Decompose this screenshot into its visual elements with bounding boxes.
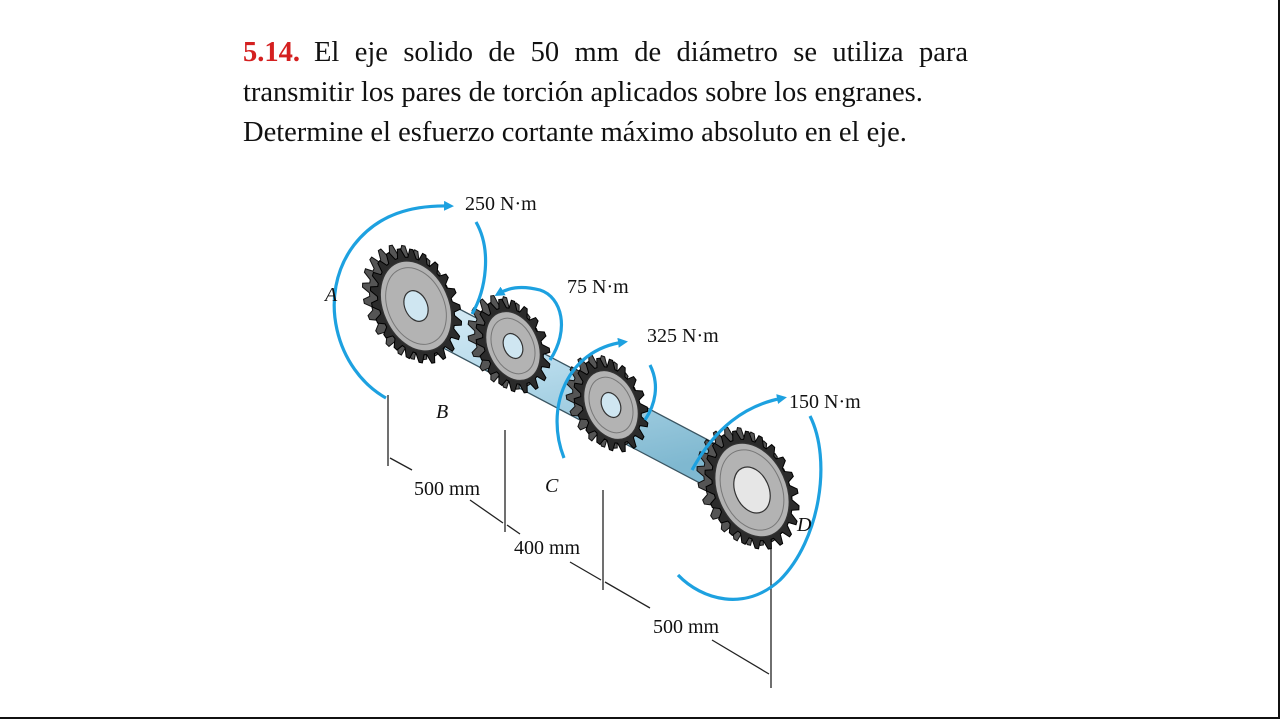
figure-labels: 250 N·m 75 N·m 325 N·m 150 N·m A B C D 5…: [323, 193, 861, 638]
dim-line-2b: [569, 561, 602, 581]
gear-d: [696, 426, 800, 550]
torque-arrow-b: [494, 285, 564, 361]
gear-label-d: D: [796, 514, 812, 536]
torque-label-b: 75 N·m: [567, 276, 629, 298]
torque-label-c: 325 N·m: [647, 325, 719, 347]
dim-line-1a: [389, 457, 413, 471]
torque-arrow-d: [690, 394, 787, 471]
gear-ring: [719, 449, 785, 531]
torque-arrow-a: [332, 200, 454, 400]
dimension-label-3: 500 mm: [653, 616, 720, 638]
gear-b: [467, 295, 551, 394]
dimension-label-2: 400 mm: [514, 537, 581, 559]
dimension-lines: [387, 395, 772, 688]
dim-line-2a: [506, 524, 521, 535]
dim-line-3a: [604, 581, 651, 609]
dim-line-3b: [711, 639, 770, 675]
torque-label-d: 150 N·m: [789, 391, 861, 413]
gear-ring: [588, 376, 634, 434]
dimension-label-1: 500 mm: [414, 478, 481, 500]
torque-arrow-c-back: [643, 364, 658, 421]
gear-ring: [385, 267, 447, 345]
torque-label-a: 250 N·m: [465, 193, 537, 215]
gear-label-c: C: [545, 475, 559, 497]
gear-a: [362, 244, 462, 364]
torque-arrow-a-back: [470, 221, 488, 315]
problem-number: 5.14.: [243, 37, 300, 68]
dim-line-1b: [469, 499, 504, 524]
torque-arrows: [332, 200, 823, 601]
gear-c: [565, 354, 649, 453]
gear-hub: [502, 332, 524, 360]
torque-arrow-d-lower: [676, 415, 823, 601]
gear-hub: [733, 466, 771, 514]
gear-hub: [600, 391, 622, 419]
problem-text-1: El eje solido de 50 mm de diámetro se ut…: [314, 37, 968, 68]
gear-ring: [490, 317, 536, 375]
problem-line-2: transmitir los pares de torción aplicado…: [243, 77, 923, 108]
problem-line-3: Determine el esfuerzo cortante máximo ab…: [243, 117, 907, 148]
gear-label-a: A: [323, 284, 338, 306]
gear-label-b: B: [436, 401, 448, 423]
problem-statement: 5.14. El eje solido de 50 mm de diámetro …: [243, 33, 968, 153]
problem-line-1: 5.14. El eje solido de 50 mm de diámetro …: [243, 33, 968, 73]
gears-layer: [362, 244, 800, 550]
gear-hub: [403, 290, 429, 322]
torque-arrow-c: [555, 337, 628, 459]
